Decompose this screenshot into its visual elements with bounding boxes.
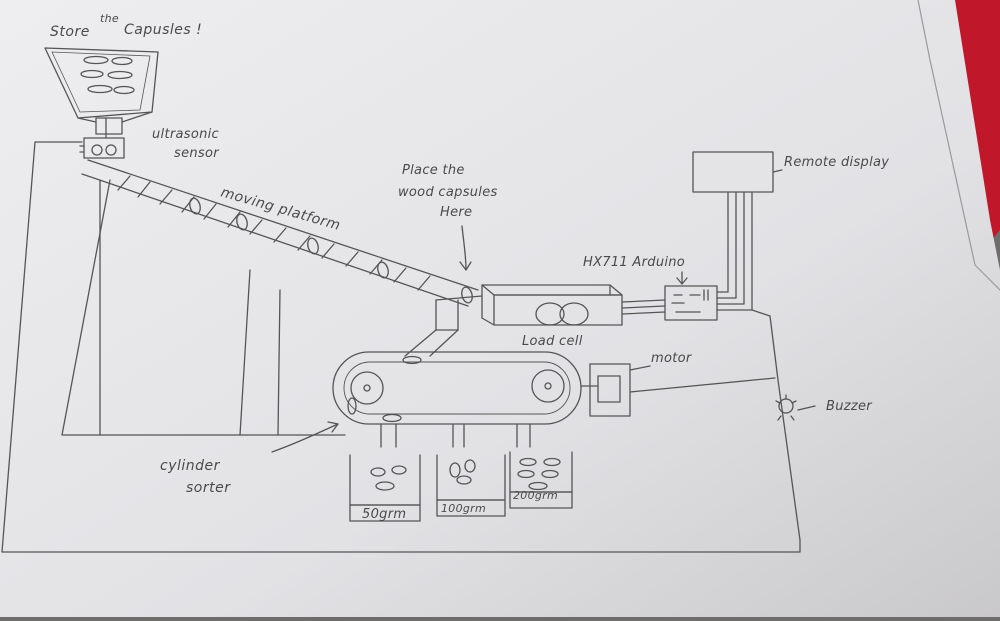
label-store-prefix: Store [50, 24, 90, 40]
label-place-1: Place the [402, 163, 465, 178]
label-store-suffix: Capusles ! [124, 22, 202, 38]
label-bin-50: 50grm [362, 507, 406, 522]
label-place-2: wood capsules [398, 185, 498, 200]
label-ultrasonic-1: ultrasonic [152, 127, 219, 142]
label-cylinder-2: sorter [186, 480, 231, 496]
label-hx711: HX711 Arduino [583, 255, 685, 270]
label-bin-200: 200grm [513, 489, 558, 502]
label-motor: motor [651, 351, 693, 366]
label-cylinder-1: cylinder [160, 458, 221, 474]
label-place-3: Here [440, 205, 472, 220]
label-load-cell: Load cell [522, 334, 583, 349]
label-ultrasonic-2: sensor [174, 146, 220, 161]
label-buzzer: Buzzer [826, 399, 873, 414]
label-store-the: the [100, 12, 119, 25]
label-bin-100: 100grm [441, 502, 486, 515]
label-remote-display: Remote display [784, 155, 889, 170]
